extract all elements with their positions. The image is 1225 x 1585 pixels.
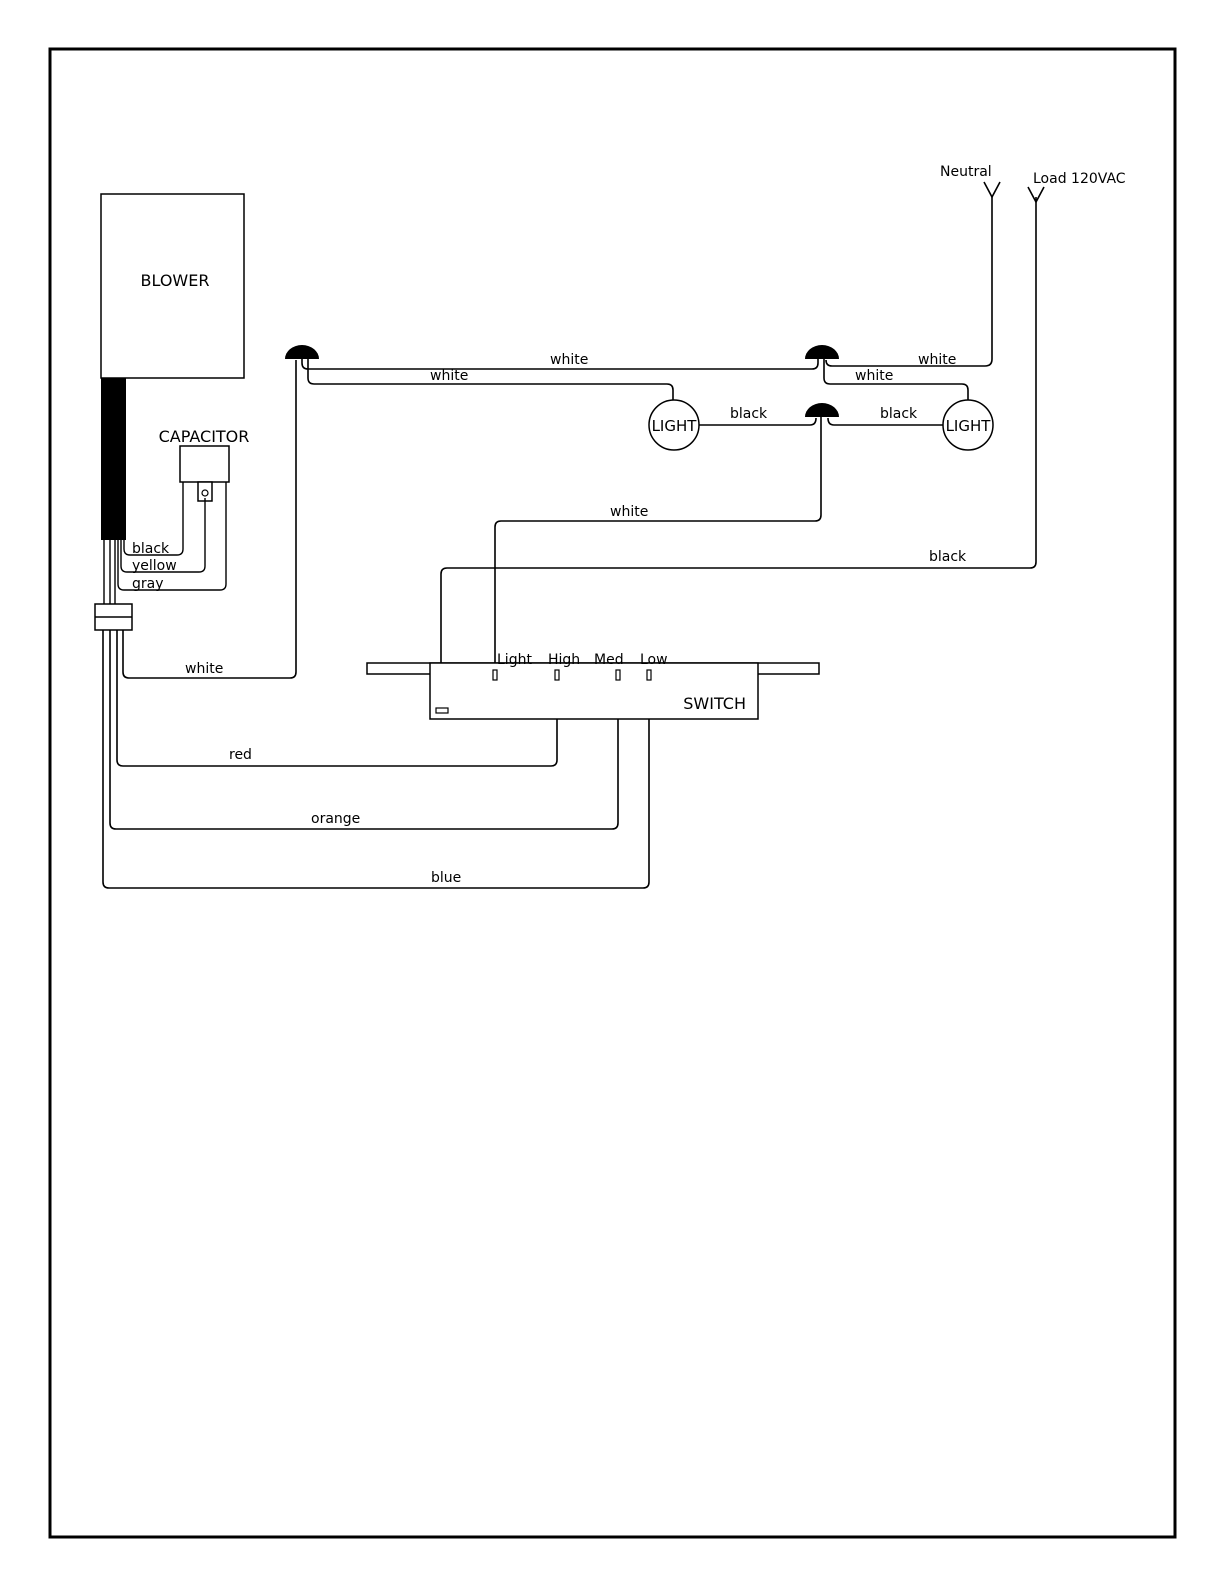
wire-switch-light-white: [495, 417, 821, 672]
light-right-label: LIGHT: [946, 417, 992, 435]
wire-right-light-white-label: white: [855, 368, 893, 384]
wire-cap-gray-label: gray: [132, 576, 164, 592]
wire-nut-bottom-right: [805, 403, 839, 417]
switch-terminal-low: Low: [640, 652, 668, 668]
light-right: LIGHT: [943, 400, 993, 450]
load-label: Load 120VAC: [1033, 171, 1126, 187]
wire-switch-light-white-label: white: [610, 504, 648, 520]
wire-left-light-black-label: black: [730, 406, 768, 422]
capacitor: CAPACITOR: [159, 427, 250, 501]
wire-left-light-white: [308, 359, 673, 400]
switch-terminal-high: High: [548, 652, 580, 668]
wire-high-red-label: red: [229, 747, 252, 763]
switch: SWITCH Light High Med Low: [367, 652, 819, 719]
wire-neutral-white: [826, 197, 992, 366]
terminal-med-pin: [616, 670, 620, 680]
light-left-label: LIGHT: [652, 417, 698, 435]
blower-label: BLOWER: [141, 271, 210, 290]
wire-load-black-label: black: [929, 549, 967, 565]
blower-cable-sheath: [101, 378, 126, 540]
neutral-terminal: Neutral: [940, 164, 1000, 197]
wire-cap-yellow-label: yellow: [132, 558, 177, 574]
wire-med-orange: [110, 630, 618, 829]
wire-nut-left: [285, 345, 319, 359]
wire-nut-top-right: [805, 345, 839, 359]
wire-load-black: [441, 197, 1036, 708]
wire-neutral-white-label: white: [918, 352, 956, 368]
wire-right-light-black-label: black: [880, 406, 918, 422]
switch-terminal-med: Med: [594, 652, 624, 668]
load-terminal: Load 120VAC: [1028, 171, 1126, 202]
neutral-label: Neutral: [940, 164, 992, 180]
wire-low-blue-label: blue: [431, 870, 461, 886]
capacitor-label: CAPACITOR: [159, 427, 250, 446]
wire-med-orange-label: orange: [311, 811, 360, 827]
light-left: LIGHT: [649, 400, 699, 450]
wire-blower-white: [123, 360, 296, 678]
switch-label: SWITCH: [683, 694, 746, 713]
wire-top-white-label: white: [550, 352, 588, 368]
blower: BLOWER: [101, 194, 244, 378]
terminal-high-pin: [555, 670, 559, 680]
wire-blower-white-label: white: [185, 661, 223, 677]
switch-terminal-light: Light: [497, 652, 532, 668]
terminal-light-pin: [493, 670, 497, 680]
wire-cap-black-label: black: [132, 541, 170, 557]
wire-left-light-white-label: white: [430, 368, 468, 384]
terminal-low-pin: [647, 670, 651, 680]
terminal-load-pin: [436, 708, 448, 713]
